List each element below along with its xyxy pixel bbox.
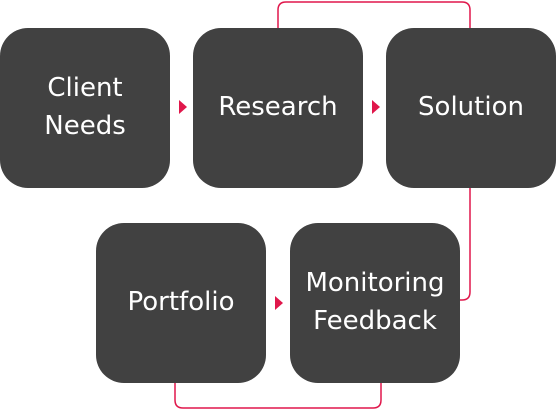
arrow-icon — [372, 100, 380, 114]
node-monitoring-feedback: Monitoring Feedback — [290, 223, 460, 383]
node-label: Monitoring Feedback — [305, 268, 445, 336]
connector-research-solution-loop — [277, 1, 471, 28]
node-research: Research — [193, 28, 363, 188]
node-client-needs: Client Needs — [0, 28, 170, 188]
node-label: Solution — [418, 92, 524, 123]
node-label: Client Needs — [44, 73, 126, 141]
node-portfolio: Portfolio — [96, 223, 266, 383]
arrow-icon — [179, 100, 187, 114]
node-label: Research — [218, 92, 338, 123]
connector-portfolio-monitoring-loop — [174, 383, 382, 409]
node-label: Portfolio — [127, 287, 235, 318]
node-solution: Solution — [386, 28, 556, 188]
arrow-icon — [275, 296, 283, 310]
connector-solution-monitoring — [460, 188, 471, 301]
